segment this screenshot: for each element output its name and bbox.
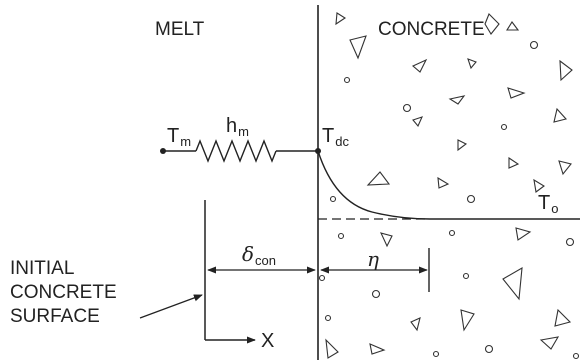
- surface-label-line-2: CONCRETE: [10, 282, 117, 303]
- initial-concrete-surface-label: INITIAL CONCRETE SURFACE: [10, 257, 117, 329]
- concrete-region-label: CONCRETE: [378, 19, 485, 40]
- ablation-thickness-subscript: con: [255, 253, 277, 268]
- heat-transfer-coefficient-label: hm: [226, 116, 249, 138]
- melt-temperature-label: Tm: [167, 126, 191, 148]
- heat-transfer-subscript: m: [238, 124, 249, 139]
- initial-temperature-label: To: [538, 193, 558, 215]
- interface-temperature-subscript: dc: [335, 134, 349, 149]
- surface-label-line-3: SURFACE: [10, 306, 100, 327]
- interface-temperature-symbol: T: [322, 125, 335, 147]
- melt-temperature-subscript: m: [180, 134, 192, 149]
- surface-label-line-1: INITIAL: [10, 258, 75, 279]
- surface-leader-line: [139, 294, 203, 319]
- resistor: [195, 139, 277, 163]
- x-axis-label: X: [261, 330, 275, 352]
- penetration-depth-label: η: [367, 247, 379, 271]
- initial-temperature-symbol: T: [538, 192, 551, 214]
- initial-temperature-subscript: o: [551, 201, 559, 216]
- heat-transfer-symbol: h: [226, 115, 238, 137]
- melt-temperature-symbol: T: [167, 125, 180, 147]
- melt-region-label: MELT: [155, 19, 205, 40]
- ablation-thickness-label: δcon: [242, 244, 276, 267]
- ablation-thickness-symbol: δ: [242, 242, 255, 266]
- aggregate-texture: [325, 12, 573, 359]
- interface-temperature-label: Tdc: [322, 126, 349, 148]
- aggregate-pebbles: [318, 40, 580, 360]
